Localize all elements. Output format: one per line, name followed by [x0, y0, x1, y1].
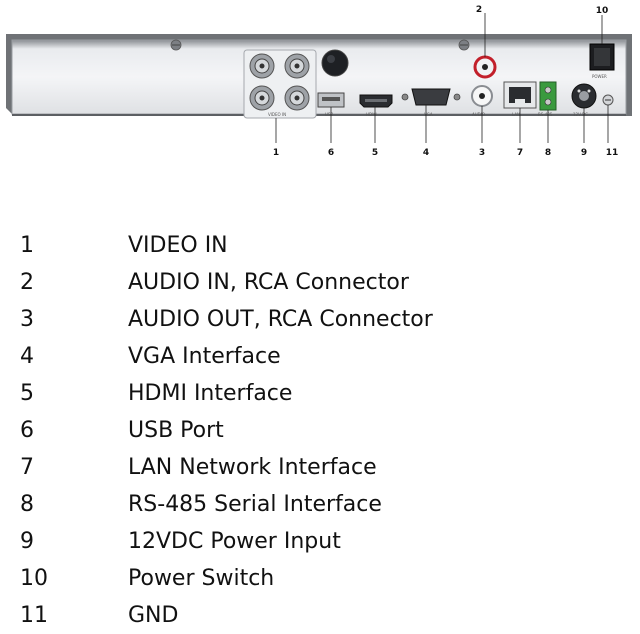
legend-number: 4 [20, 344, 34, 369]
vga-port-icon: VGA [401, 88, 461, 117]
hdmi-port-label: HDMI [366, 112, 377, 117]
legend-number: 5 [20, 381, 34, 406]
legend-row: 2 AUDIO IN, RCA Connector [0, 265, 640, 301]
screw-icon [458, 39, 470, 51]
legend-label: AUDIO OUT, RCA Connector [128, 307, 433, 332]
round-knob-icon [321, 49, 349, 77]
legend-label: Power Switch [128, 566, 275, 591]
screw-icon [170, 39, 182, 51]
legend-label: 12VDC Power Input [128, 529, 341, 554]
legend-number: 7 [20, 455, 34, 480]
leader-lines [275, 13, 609, 143]
bnc-connector-icon [249, 85, 275, 111]
legend-number: 11 [20, 603, 48, 628]
legend-number: 10 [20, 566, 48, 591]
dc-power-label: 12V DC [573, 112, 588, 117]
bnc-connector-icon [249, 53, 275, 79]
lan-port-label: LAN [512, 112, 520, 117]
callout-7: 7 [517, 148, 523, 158]
legend-number: 8 [20, 492, 34, 517]
legend-row: 8 RS-485 Serial Interface [0, 487, 640, 523]
legend-number: 6 [20, 418, 34, 443]
bnc-connector-icon [284, 85, 310, 111]
usb-port-label: USB [325, 112, 333, 117]
gnd-terminal-icon [602, 94, 614, 106]
legend-number: 3 [20, 307, 34, 332]
power-switch-icon: POWER [589, 43, 615, 79]
hdmi-port-icon: HDMI [359, 94, 393, 117]
video-in-port-label: VIDEO IN [268, 112, 286, 117]
callout-4: 4 [423, 148, 429, 158]
callout-6: 6 [328, 148, 334, 158]
legend-row: 7 LAN Network Interface [0, 450, 640, 486]
callout-8: 8 [545, 148, 551, 158]
legend-row: 4 VGA Interface [0, 339, 640, 375]
bnc-connector-icon [284, 53, 310, 79]
rs485-port-label: RS-485 [538, 112, 553, 117]
power-switch-label: POWER [592, 74, 607, 79]
legend-row: 1 VIDEO IN [0, 228, 640, 264]
rs485-terminal-icon: RS-485 [538, 81, 557, 117]
legend-number: 2 [20, 270, 34, 295]
legend-row: 9 12VDC Power Input [0, 524, 640, 560]
video-in-bnc-group: VIDEO IN [243, 49, 317, 119]
callout-3: 3 [479, 148, 485, 158]
legend-label: RS-485 Serial Interface [128, 492, 382, 517]
legend-label: HDMI Interface [128, 381, 293, 406]
callout-11: 11 [606, 148, 619, 158]
callout-1: 1 [273, 148, 279, 158]
vga-port-label: VGA [424, 112, 433, 117]
callout-9: 9 [581, 148, 587, 158]
legend-label: VGA Interface [128, 344, 281, 369]
legend-row: 5 HDMI Interface [0, 376, 640, 412]
legend-label: AUDIO IN, RCA Connector [128, 270, 409, 295]
legend-label: VIDEO IN [128, 233, 228, 258]
legend-row: 10 Power Switch [0, 561, 640, 597]
callout-5: 5 [372, 148, 378, 158]
legend-row: 3 AUDIO OUT, RCA Connector [0, 302, 640, 338]
rear-panel-diagram: VIDEO IN USB HDMI VGA AUDIO LA [6, 5, 632, 158]
legend-label: USB Port [128, 418, 224, 443]
legend-row: 6 USB Port [0, 413, 640, 449]
legend-number: 9 [20, 529, 34, 554]
callout-2: 2 [476, 5, 482, 15]
dc-power-jack-icon: 12V DC [571, 83, 597, 117]
legend-label: LAN Network Interface [128, 455, 377, 480]
audio-in-rca-icon [473, 55, 497, 79]
legend-number: 1 [20, 233, 34, 258]
audio-out-port-label: AUDIO [472, 112, 485, 117]
legend-row: 11 GND [0, 598, 640, 634]
legend-label: GND [128, 603, 179, 628]
callout-10: 10 [596, 6, 609, 16]
